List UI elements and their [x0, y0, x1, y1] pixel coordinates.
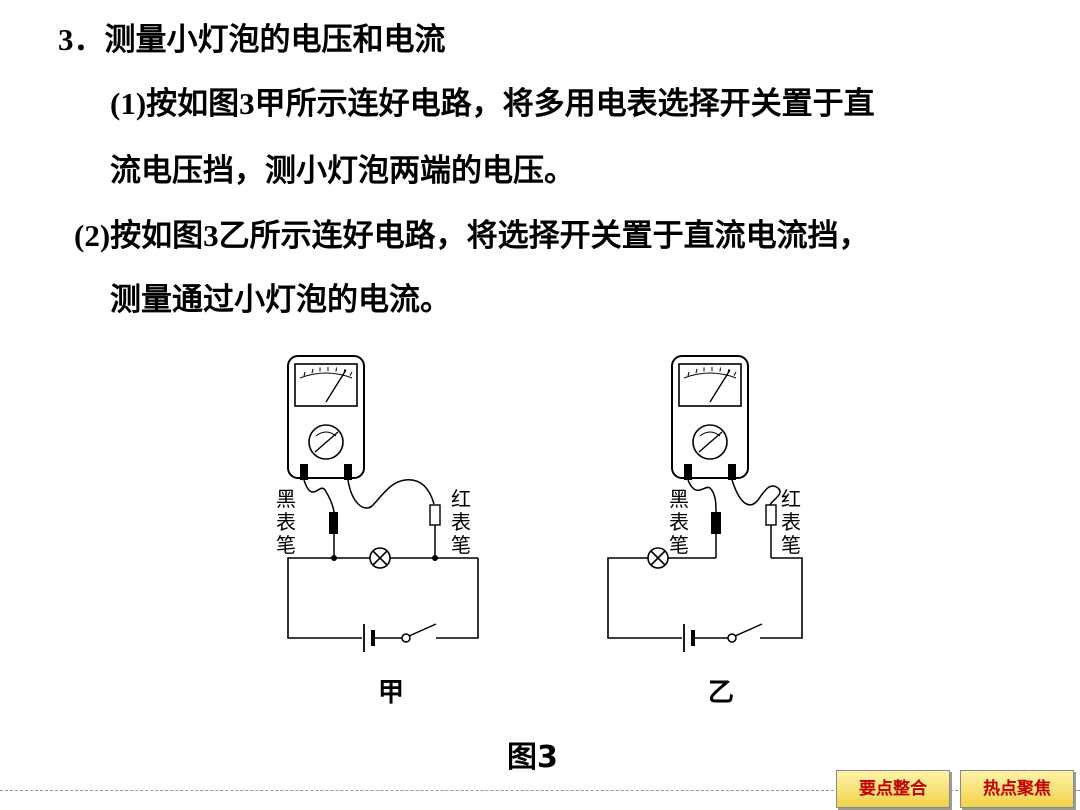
- step2-fig-num: 3: [203, 218, 219, 253]
- step2-line1: (2)按如图3乙所示连好电路，将选择开关置于直流电流挡，: [74, 216, 870, 256]
- step1-fig-num: 3: [239, 86, 255, 121]
- figure-caption: 图3: [507, 740, 558, 775]
- heading: 3．测量小灯泡的电压和电流: [58, 20, 446, 60]
- red-probe-left: [429, 504, 441, 526]
- black-probe-left: [329, 512, 338, 534]
- multimeter-right: [671, 355, 749, 481]
- step1-prefix: (1): [110, 86, 147, 121]
- circuit-left: [287, 355, 479, 652]
- switch-left: [401, 633, 411, 643]
- red-probe-label-left: 红表笔: [451, 487, 471, 557]
- footer-divider-left: [0, 790, 834, 791]
- step1-line2: 流电压挡，测小灯泡两端的电压。: [110, 153, 575, 189]
- black-probe-label-left: 黑表笔: [276, 487, 296, 557]
- footer-divider-mid: [950, 790, 958, 791]
- black-probe-right: [711, 512, 721, 534]
- step2-text-a: 按如图: [110, 218, 204, 254]
- step2-line2: 测量通过小灯泡的电流。: [110, 282, 451, 318]
- step1-text-a: 按如图: [146, 86, 240, 122]
- switch-right: [727, 633, 737, 643]
- subfigure-label-right: 乙: [708, 678, 735, 708]
- heading-number: 3．: [58, 22, 105, 57]
- step1-text-b: 甲所示连好电路，将多用电表选择开关置于直: [254, 86, 875, 122]
- key-points-button[interactable]: 要点整合: [836, 770, 950, 808]
- bulb-left: [369, 547, 391, 569]
- step1-line1: (1)按如图3甲所示连好电路，将多用电表选择开关置于直: [110, 84, 875, 124]
- subfigure-label-left: 甲: [378, 678, 405, 708]
- red-probe-label-right: 红表笔: [781, 487, 801, 557]
- bulb-right: [647, 547, 669, 569]
- black-probe-label-right: 黑表笔: [669, 487, 689, 557]
- heading-text: 测量小灯泡的电压和电流: [104, 22, 446, 58]
- multimeter-left: [287, 355, 365, 481]
- red-probe-right: [765, 504, 777, 526]
- circuit-right: [607, 355, 803, 652]
- hot-topics-button[interactable]: 热点聚焦: [960, 770, 1074, 808]
- step2-text-b: 乙所示连好电路，将选择开关置于直流电流挡，: [218, 218, 870, 254]
- step2-prefix: (2): [74, 218, 111, 253]
- footer-divider-right: [1074, 790, 1080, 791]
